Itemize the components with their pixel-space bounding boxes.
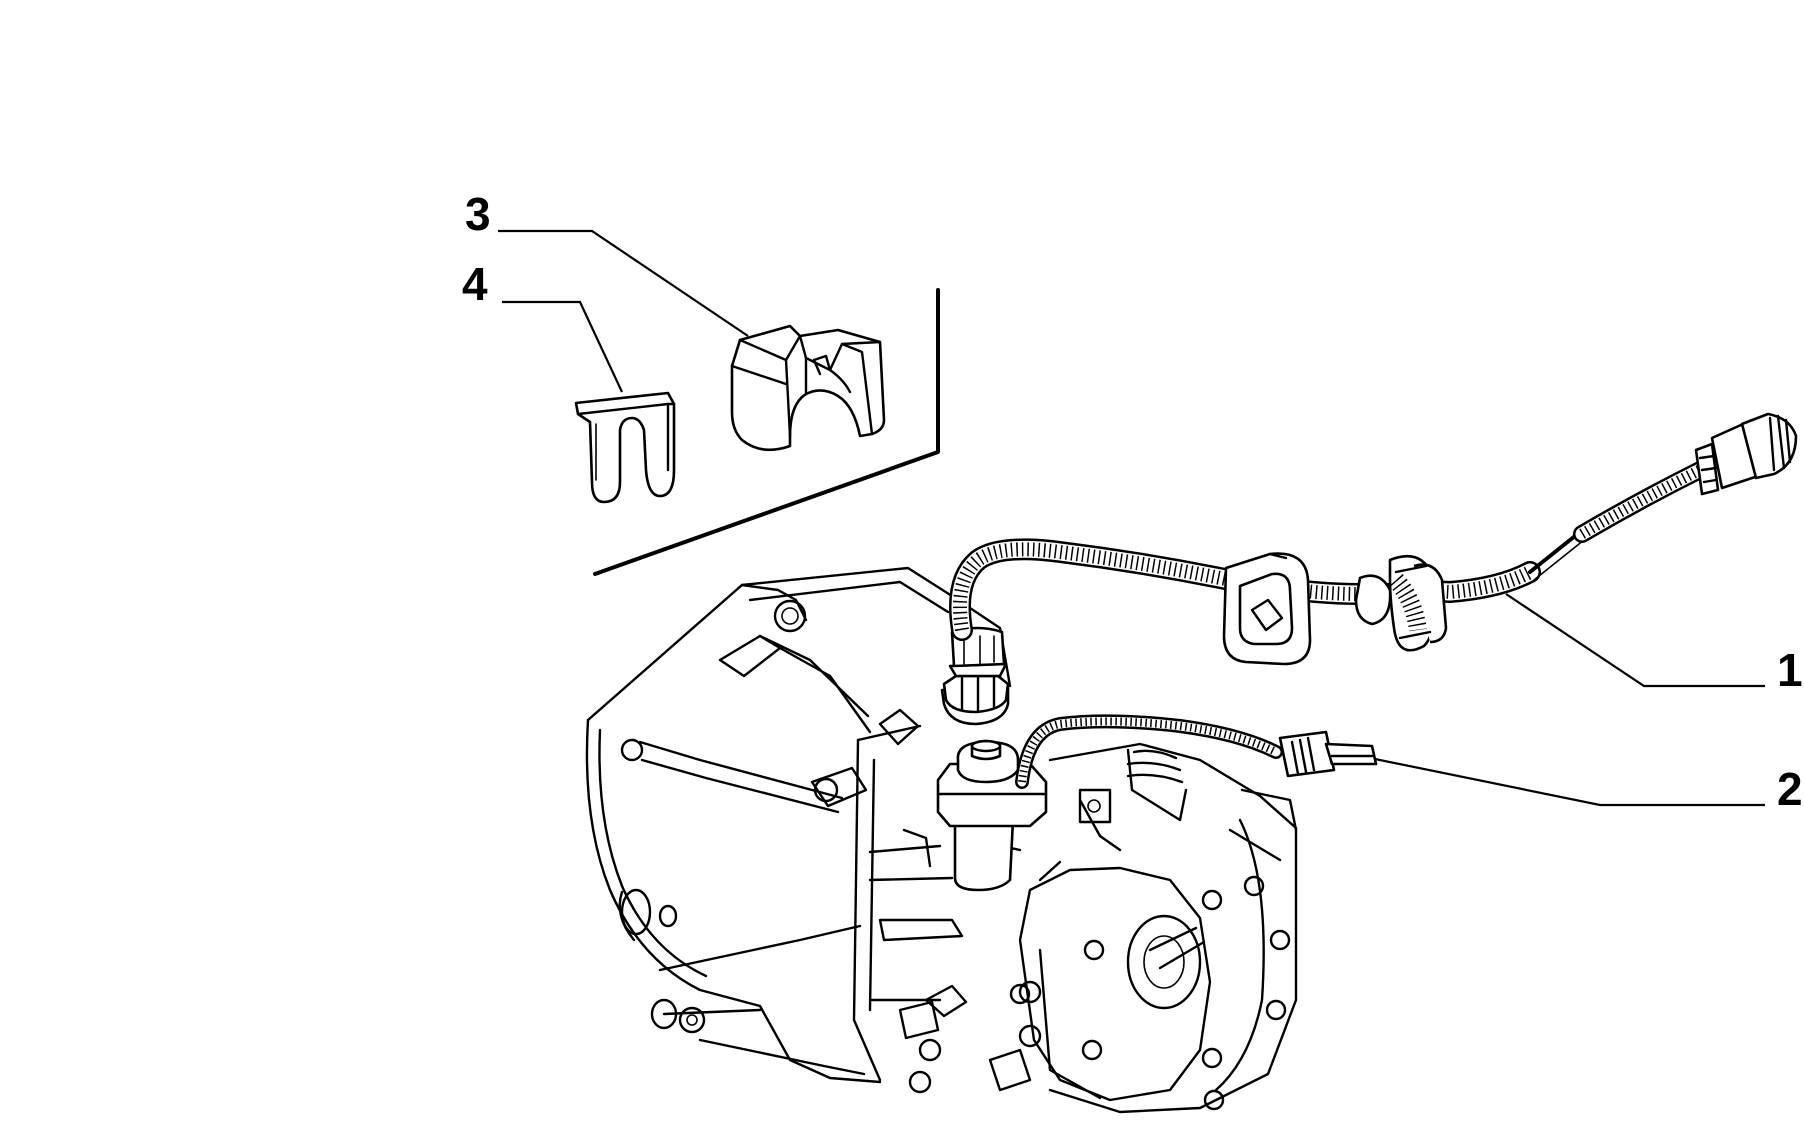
speed-sensor-part-2 bbox=[936, 714, 1378, 892]
callout-2: 2 bbox=[1777, 763, 1803, 815]
leader-1 bbox=[1505, 593, 1765, 688]
leader-2 bbox=[1369, 756, 1765, 807]
callout-1: 1 bbox=[1777, 644, 1803, 696]
gearbox-housing bbox=[585, 566, 1298, 1114]
callout-3: 3 bbox=[465, 188, 491, 240]
u-clip-part-4 bbox=[574, 391, 676, 504]
leader-4 bbox=[502, 300, 623, 393]
speedometer-cable-part-1 bbox=[940, 412, 1798, 726]
leader-3 bbox=[498, 229, 749, 337]
inset-separator-line bbox=[593, 288, 940, 576]
leader-lines bbox=[498, 229, 1765, 807]
cable-clamp-part-3 bbox=[730, 324, 886, 452]
callout-4: 4 bbox=[462, 258, 488, 310]
